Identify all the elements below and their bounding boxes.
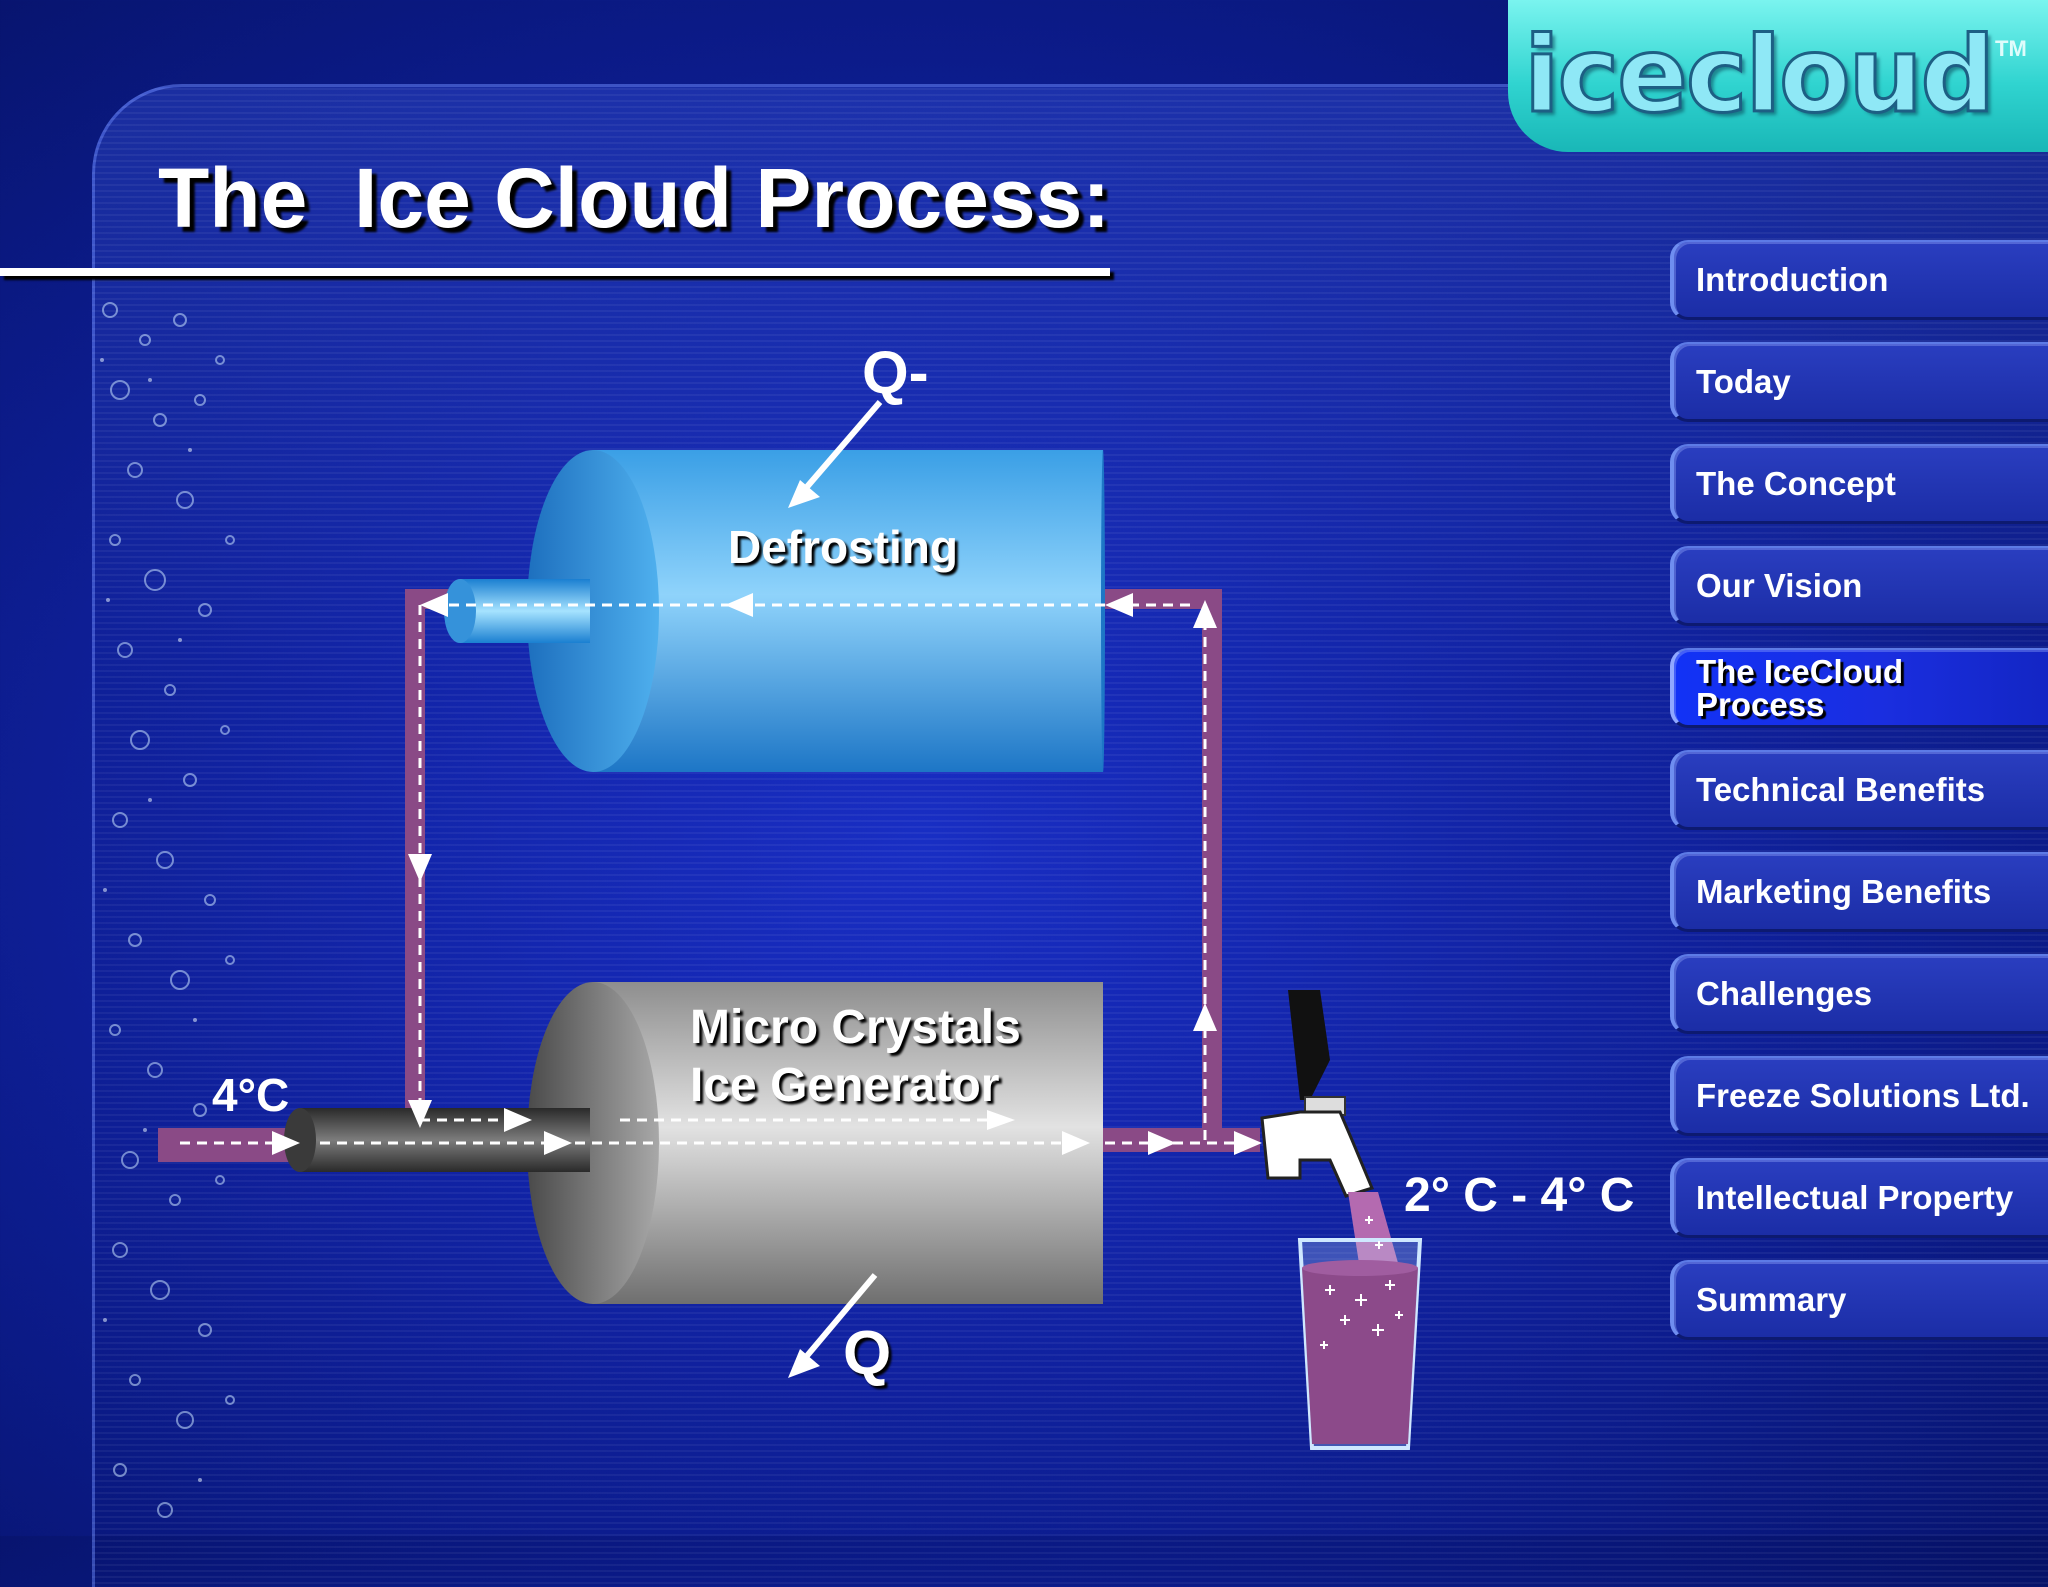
nav-item-today[interactable]: Today xyxy=(1670,342,2048,422)
nav-item-icecloud-process[interactable]: The IceCloud Process xyxy=(1670,648,2048,728)
nav-item-the-concept[interactable]: The Concept xyxy=(1670,444,2048,524)
heat-out-label: Q- xyxy=(862,339,929,406)
generator-label-line2: Ice Generator xyxy=(690,1059,1000,1112)
nav-item-label: Freeze Solutions Ltd. xyxy=(1696,1077,2030,1114)
nav-item-label: Challenges xyxy=(1696,975,1873,1012)
defrosting-label: Defrosting xyxy=(728,521,958,573)
heat-out-arrow xyxy=(788,400,883,508)
inlet-temperature: 4°C xyxy=(212,1069,290,1121)
nav-item-label: Summary xyxy=(1696,1281,1847,1318)
nav-item-freeze-solutions[interactable]: Freeze Solutions Ltd. xyxy=(1670,1056,2048,1136)
heat-in-arrow xyxy=(788,1273,878,1378)
page-title: The Ice Cloud Process: xyxy=(158,151,1111,245)
nav-item-label: Today xyxy=(1696,363,1791,400)
nav-item-intellectual-property[interactable]: Intellectual Property xyxy=(1670,1158,2048,1238)
nav-item-label: Technical Benefits xyxy=(1696,771,1986,808)
generator-label-line1: Micro Crystals xyxy=(690,1001,1021,1054)
nav-item-introduction[interactable]: Introduction xyxy=(1670,240,2048,320)
heat-in-label: Q xyxy=(843,1319,892,1388)
tap-icon xyxy=(1260,990,1375,1198)
defrosting-tank xyxy=(444,450,1105,772)
title-underline xyxy=(0,268,1110,276)
outlet-temperature: 2° C - 4° C xyxy=(1404,1169,1635,1222)
trademark-mark: TM xyxy=(1995,36,2027,61)
nav-item-our-vision[interactable]: Our Vision xyxy=(1670,546,2048,626)
logo-banner xyxy=(1508,0,2048,152)
process-diagram xyxy=(158,400,1423,1450)
nav-item-challenges[interactable]: Challenges xyxy=(1670,954,2048,1034)
drink-glass xyxy=(1297,1192,1423,1450)
nav-item-label: The IceCloud Process xyxy=(1696,652,1904,723)
nav-item-summary[interactable]: Summary xyxy=(1670,1260,2048,1340)
nav-item-label: Marketing Benefits xyxy=(1696,873,1992,910)
nav-item-technical-benefits[interactable]: Technical Benefits xyxy=(1670,750,2048,830)
nav-item-label: The Concept xyxy=(1696,465,1896,502)
nav-item-label: Intellectual Property xyxy=(1696,1179,2014,1216)
nav-item-label: Our Vision xyxy=(1696,567,1863,604)
nav-item-label: Introduction xyxy=(1696,261,1889,298)
nav-item-marketing-benefits[interactable]: Marketing Benefits xyxy=(1670,852,2048,932)
brand-logo: icecloud xyxy=(1522,13,1996,138)
